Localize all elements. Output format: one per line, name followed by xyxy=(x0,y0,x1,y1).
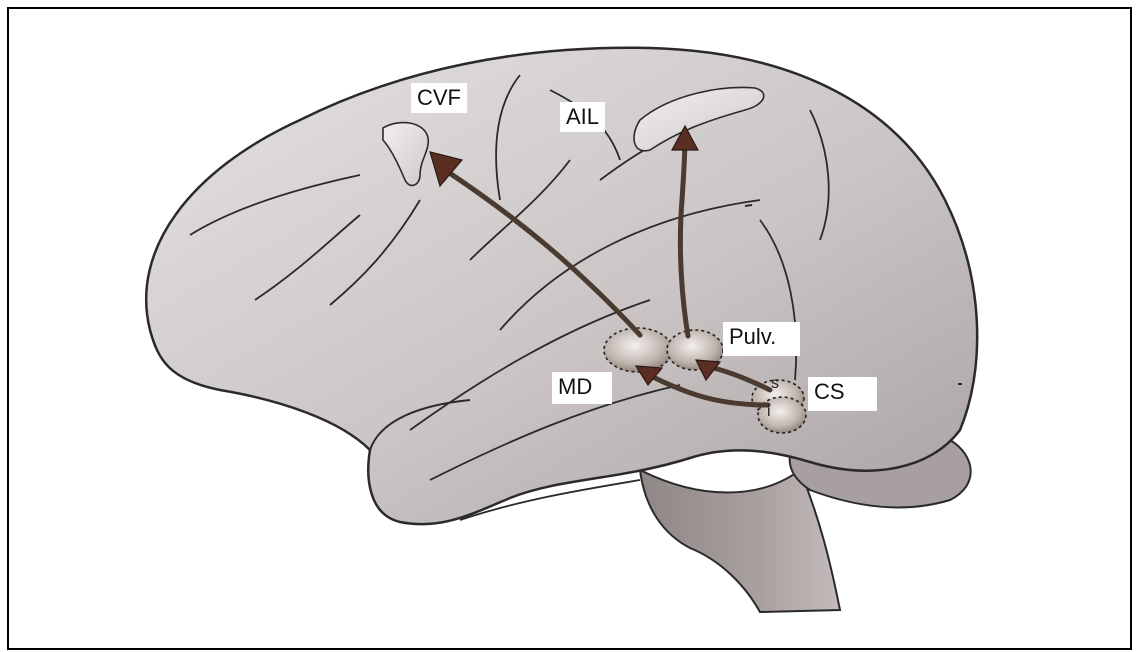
mark xyxy=(745,205,752,206)
label-cs: CS xyxy=(808,377,877,411)
label-md: MD xyxy=(552,372,612,404)
label-cs-superior: s xyxy=(771,376,779,392)
label-pulv: Pulv. xyxy=(723,322,800,356)
label-cvf: CVF xyxy=(411,83,467,113)
colliculus-inferior xyxy=(758,397,806,433)
label-cs-inferior: i xyxy=(767,404,771,420)
brainstem xyxy=(640,470,840,612)
label-ail: AIL xyxy=(560,102,605,132)
